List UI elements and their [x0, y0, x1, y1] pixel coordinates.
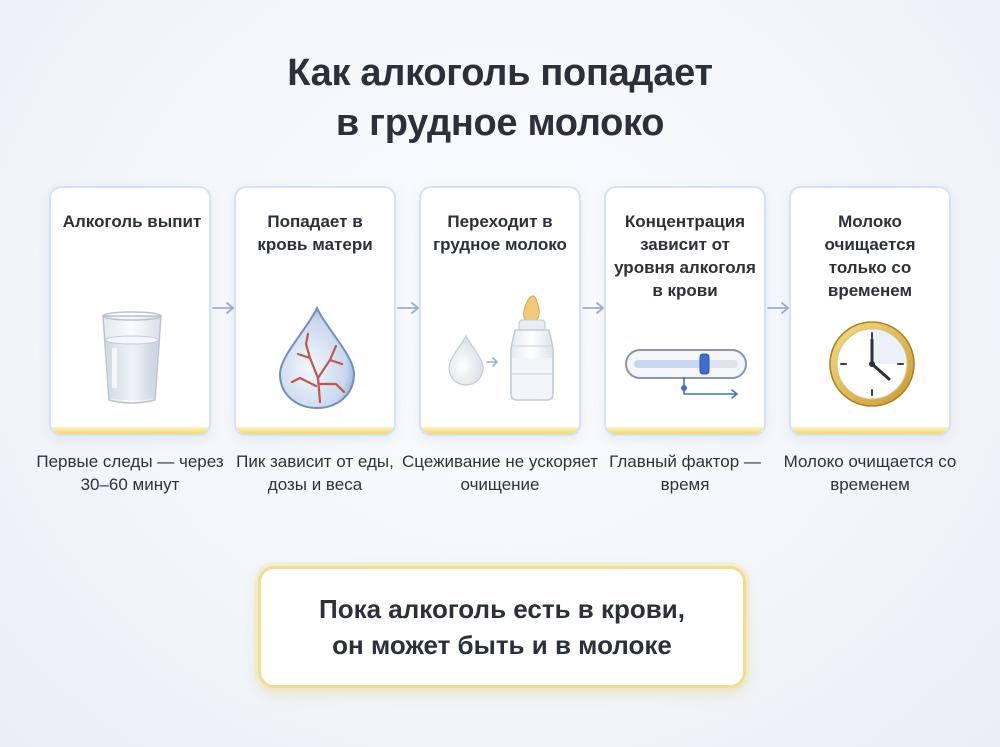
step-card-4: Концентрация зависит от уровня алкоголя …	[604, 186, 766, 436]
step-label-3: Переходит в грудное молоко	[433, 212, 567, 254]
title-line-1: Как алкоголь попадает	[287, 52, 713, 94]
arrow-right-icon	[767, 302, 789, 314]
step-label-2: Попадает в кровь матери	[257, 212, 373, 254]
step-card-5: Молоко очищается только со временем	[789, 186, 951, 436]
step-label-4: Концентрация зависит от уровня алкоголя …	[614, 212, 756, 300]
arrow-right-icon	[397, 302, 419, 314]
step-note-3: Сцеживание не ускоряет очищение	[402, 452, 598, 494]
step-note-5: Молоко очищается со временем	[783, 452, 957, 494]
conclusion-line-2: он может быть и в молоке	[332, 630, 672, 660]
conclusion-line-1: Пока алкоголь есть в крови,	[319, 594, 685, 624]
step-card-1: Алкоголь выпит	[49, 186, 211, 436]
step-card-3: Переходит в грудное молоко	[419, 186, 581, 436]
step-label-5: Молоко очищается только со временем	[824, 212, 916, 300]
arrow-right-icon	[212, 302, 234, 314]
step-card-2: Попадает в кровь матери	[234, 186, 396, 436]
step-note-4: Главный фактор — время	[609, 452, 761, 494]
title-line-2: в грудное молоко	[335, 102, 665, 144]
step-note-1: Первые следы — через 30–60 минут	[36, 452, 224, 494]
page-title: Как алкоголь попадает в грудное молоко	[0, 48, 1000, 148]
conclusion-box: Пока алкоголь есть в крови, он может быт…	[258, 566, 746, 688]
step-label-1: Алкоголь выпит	[62, 212, 202, 231]
arrow-right-icon	[582, 302, 604, 314]
conclusion-text: Пока алкоголь есть в крови, он может быт…	[319, 591, 685, 663]
step-note-2: Пик зависит от еды, дозы и веса	[236, 452, 394, 494]
